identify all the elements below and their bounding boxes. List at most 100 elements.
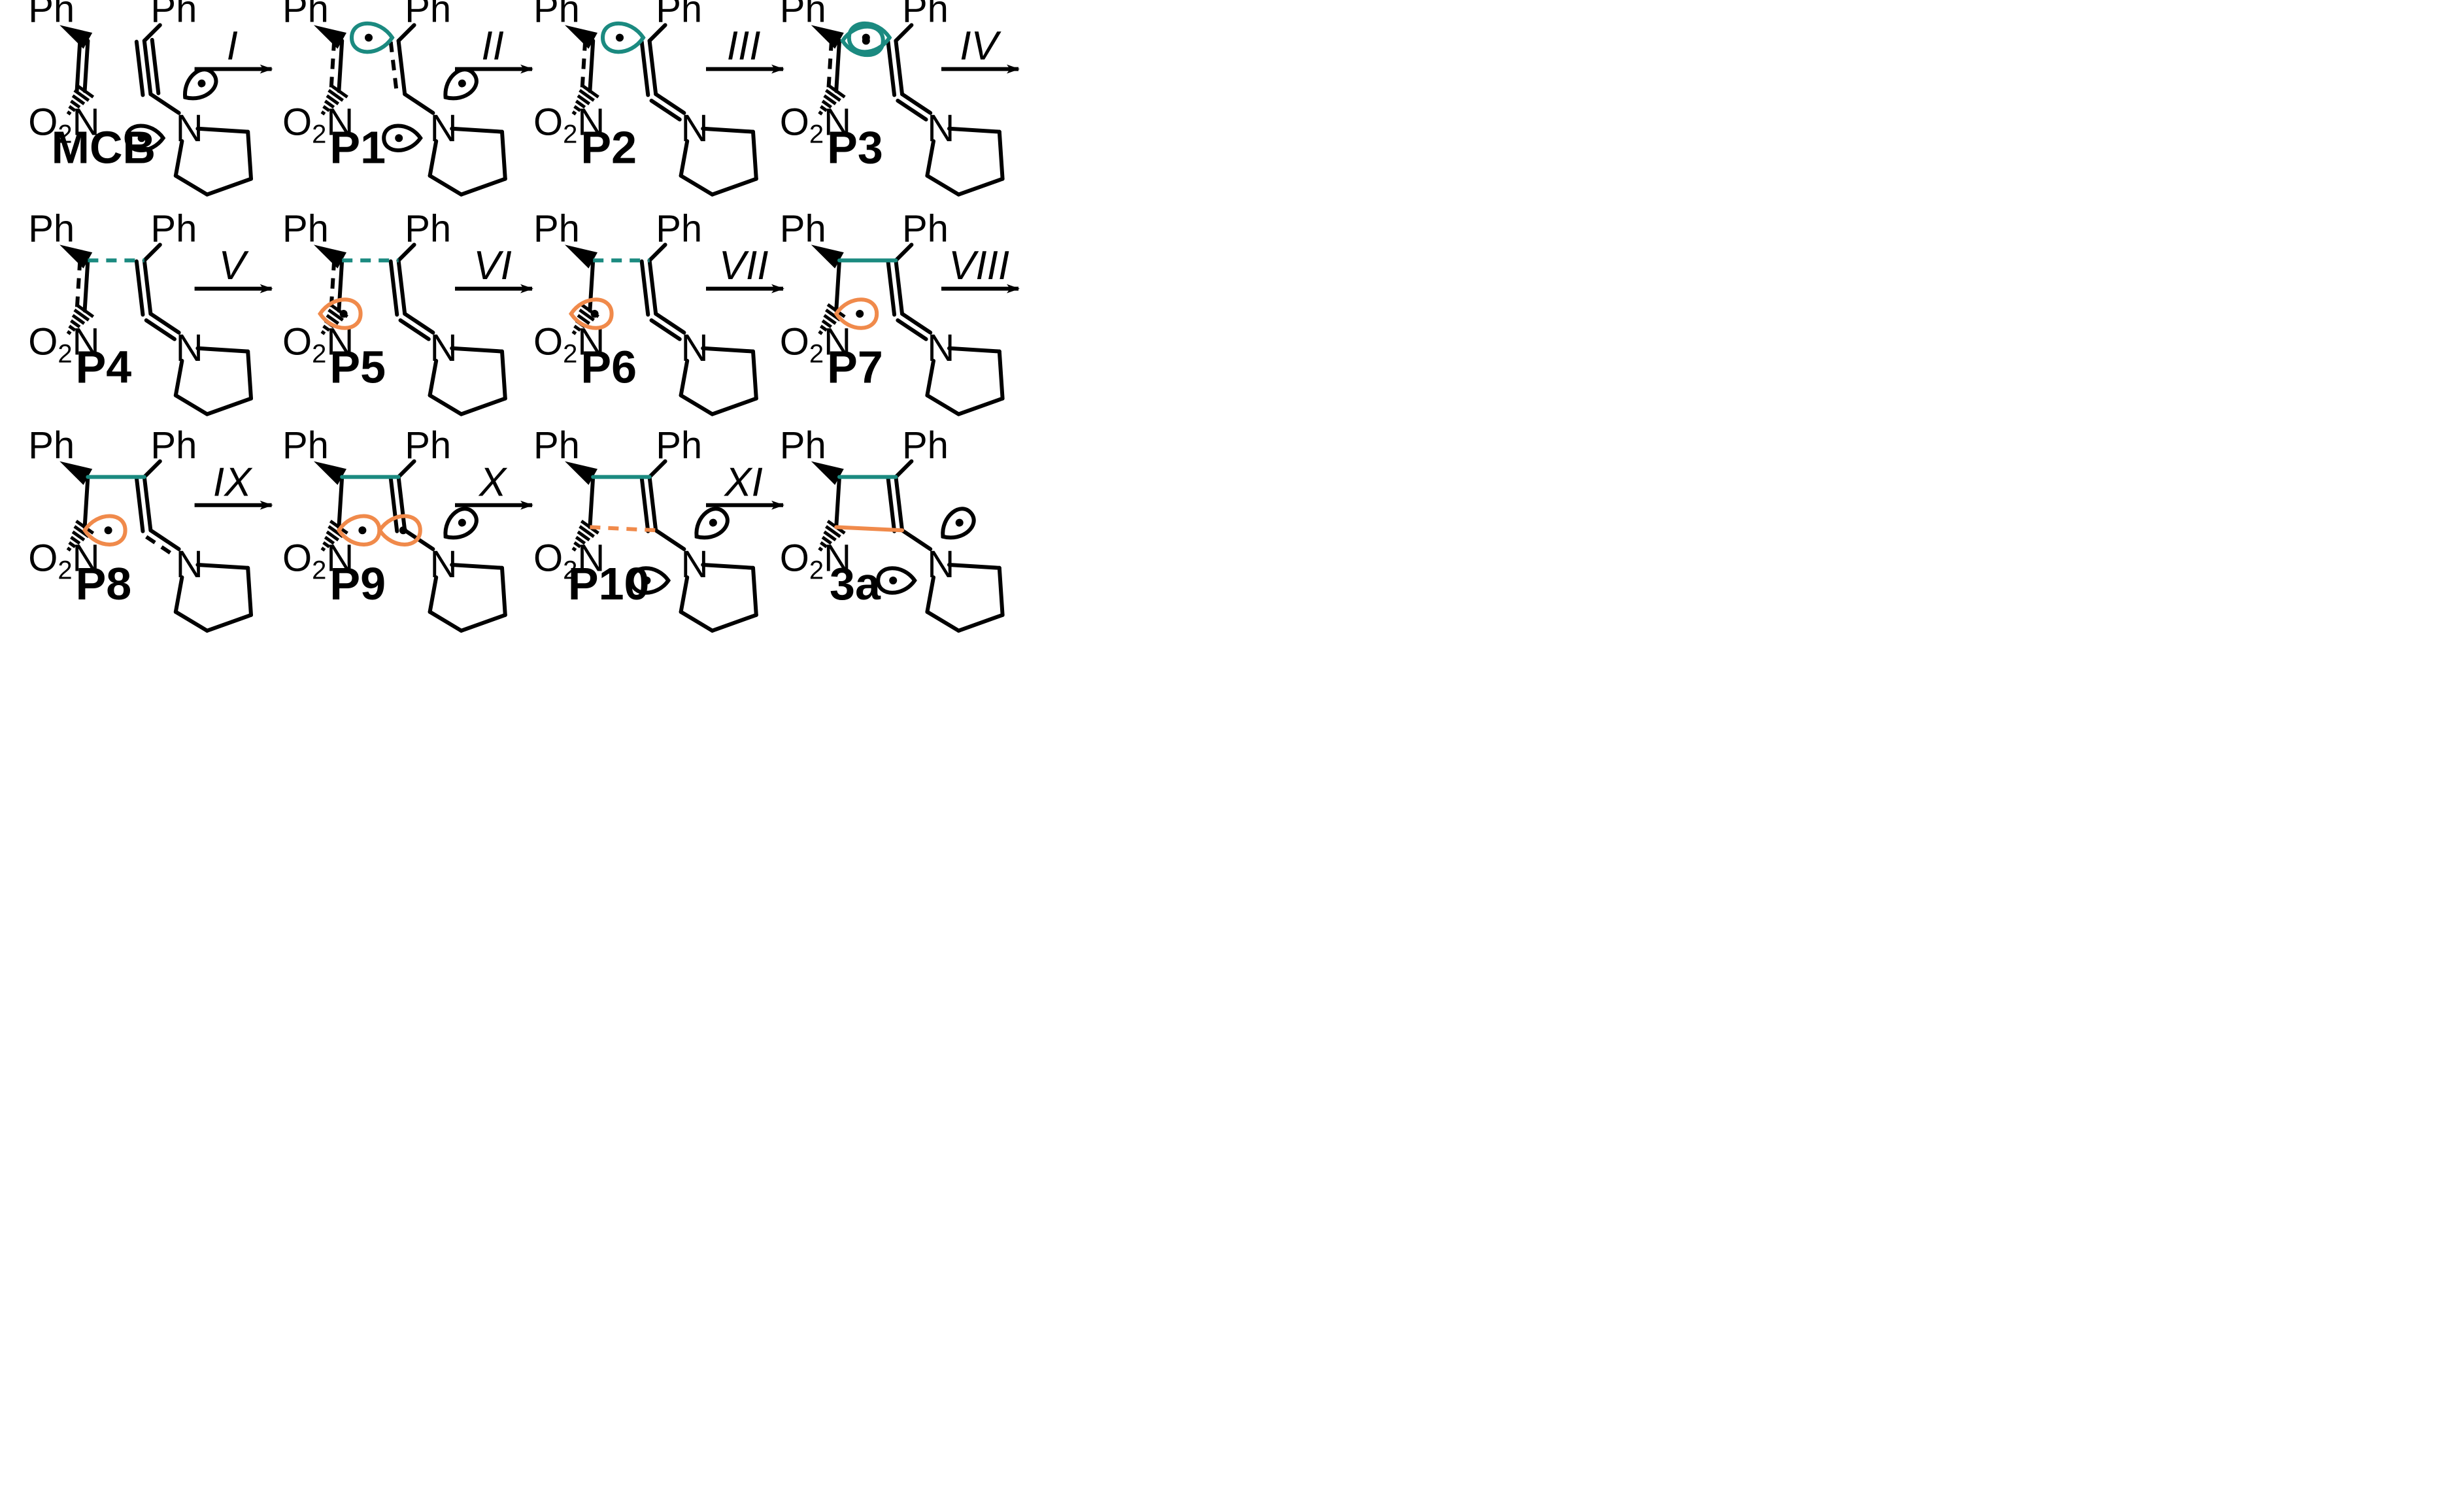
- lobe-outline: [82, 514, 127, 546]
- lone-electron: [694, 507, 730, 540]
- hash-stroke: [66, 110, 72, 116]
- lone-electron: [630, 566, 671, 595]
- hash-stroke: [821, 319, 832, 329]
- nitro-label: O2N: [282, 101, 354, 148]
- compound-label: P2: [580, 122, 637, 173]
- bond-line: [639, 476, 650, 533]
- hash-stroke: [326, 530, 340, 542]
- bond: [701, 563, 755, 570]
- bond: [205, 396, 253, 416]
- hash-stroke: [821, 535, 832, 545]
- lobe-outline: [847, 21, 892, 54]
- bond: [679, 173, 715, 197]
- hash-stroke: [322, 324, 331, 332]
- hash-stroke: [68, 324, 76, 332]
- lone-outline: [694, 507, 730, 540]
- lone-electron: [443, 67, 479, 101]
- ring-bond: [834, 525, 905, 533]
- nitro-label: O2N: [282, 537, 354, 585]
- wedge-bond: [59, 25, 93, 49]
- compound-label: P9: [329, 558, 386, 609]
- bond: [947, 346, 1001, 354]
- bond: [142, 39, 153, 96]
- bond-line: [142, 258, 153, 316]
- nitro-label: O2N: [28, 320, 99, 368]
- hash-stroke: [70, 99, 81, 109]
- lobe-outline: [349, 21, 395, 54]
- hash-stroke: [71, 94, 86, 105]
- bond-line: [580, 40, 588, 91]
- hash-stroke: [823, 530, 837, 542]
- step-label: IX: [213, 460, 253, 505]
- bond: [751, 349, 758, 401]
- bond: [956, 176, 1005, 197]
- ph-label: Ph: [405, 208, 451, 250]
- ph-label: Ph: [282, 208, 329, 250]
- radical-dot: [616, 33, 624, 42]
- bond-line: [144, 318, 177, 341]
- amine-n-label: N: [430, 543, 458, 586]
- ph-label: Ph: [656, 208, 702, 250]
- radical-dot: [339, 310, 348, 318]
- hash-stroke: [324, 535, 335, 545]
- hash-stroke: [575, 99, 586, 109]
- bond: [679, 139, 690, 178]
- bond-line: [886, 476, 897, 533]
- radical-lobe: [317, 297, 363, 330]
- bond: [925, 575, 936, 614]
- bond: [894, 459, 914, 479]
- radical-dot: [104, 526, 112, 535]
- radical-dot: [709, 518, 717, 527]
- bond: [450, 346, 504, 354]
- step-label: III: [727, 24, 761, 69]
- hash-stroke: [821, 99, 832, 109]
- bond-line: [894, 258, 905, 316]
- ph-label: Ph: [533, 208, 580, 250]
- bond: [173, 575, 184, 614]
- bond: [142, 459, 162, 479]
- ph-label: Ph: [282, 0, 329, 31]
- bond-line: [886, 259, 897, 317]
- bond: [148, 92, 181, 115]
- bond-line: [900, 92, 933, 115]
- bond: [450, 563, 504, 570]
- hash-stroke: [571, 110, 577, 116]
- lobe-outline: [600, 21, 646, 54]
- bond: [396, 23, 416, 43]
- hash-stroke: [825, 89, 841, 102]
- hash-stroke: [66, 330, 72, 335]
- hash-stroke: [577, 314, 591, 325]
- amine-n-label: N: [681, 107, 709, 150]
- ph-label: Ph: [533, 0, 580, 31]
- bond-line: [148, 312, 181, 335]
- compound-label: P1: [329, 122, 386, 173]
- radical-dot: [889, 577, 898, 584]
- ph-label: Ph: [902, 424, 949, 467]
- bond: [428, 359, 439, 397]
- bond: [701, 126, 755, 134]
- compound-label: P7: [827, 342, 883, 393]
- lone-outline: [941, 507, 976, 540]
- bond: [396, 459, 416, 479]
- ph-label: Ph: [780, 208, 826, 250]
- ph-label: Ph: [780, 0, 826, 31]
- amine-n-label: N: [176, 543, 203, 586]
- bond: [500, 129, 507, 181]
- bond-line: [396, 475, 407, 533]
- bond: [679, 359, 690, 397]
- compound-label: P3: [827, 122, 883, 173]
- bond-line: [75, 260, 82, 311]
- hash-stroke: [324, 99, 335, 109]
- bond-line: [894, 39, 905, 96]
- ph-label: Ph: [282, 424, 329, 467]
- bond: [894, 243, 914, 263]
- radical-dot: [365, 33, 373, 42]
- wedge-bond: [314, 25, 346, 49]
- hash-stroke: [819, 541, 828, 548]
